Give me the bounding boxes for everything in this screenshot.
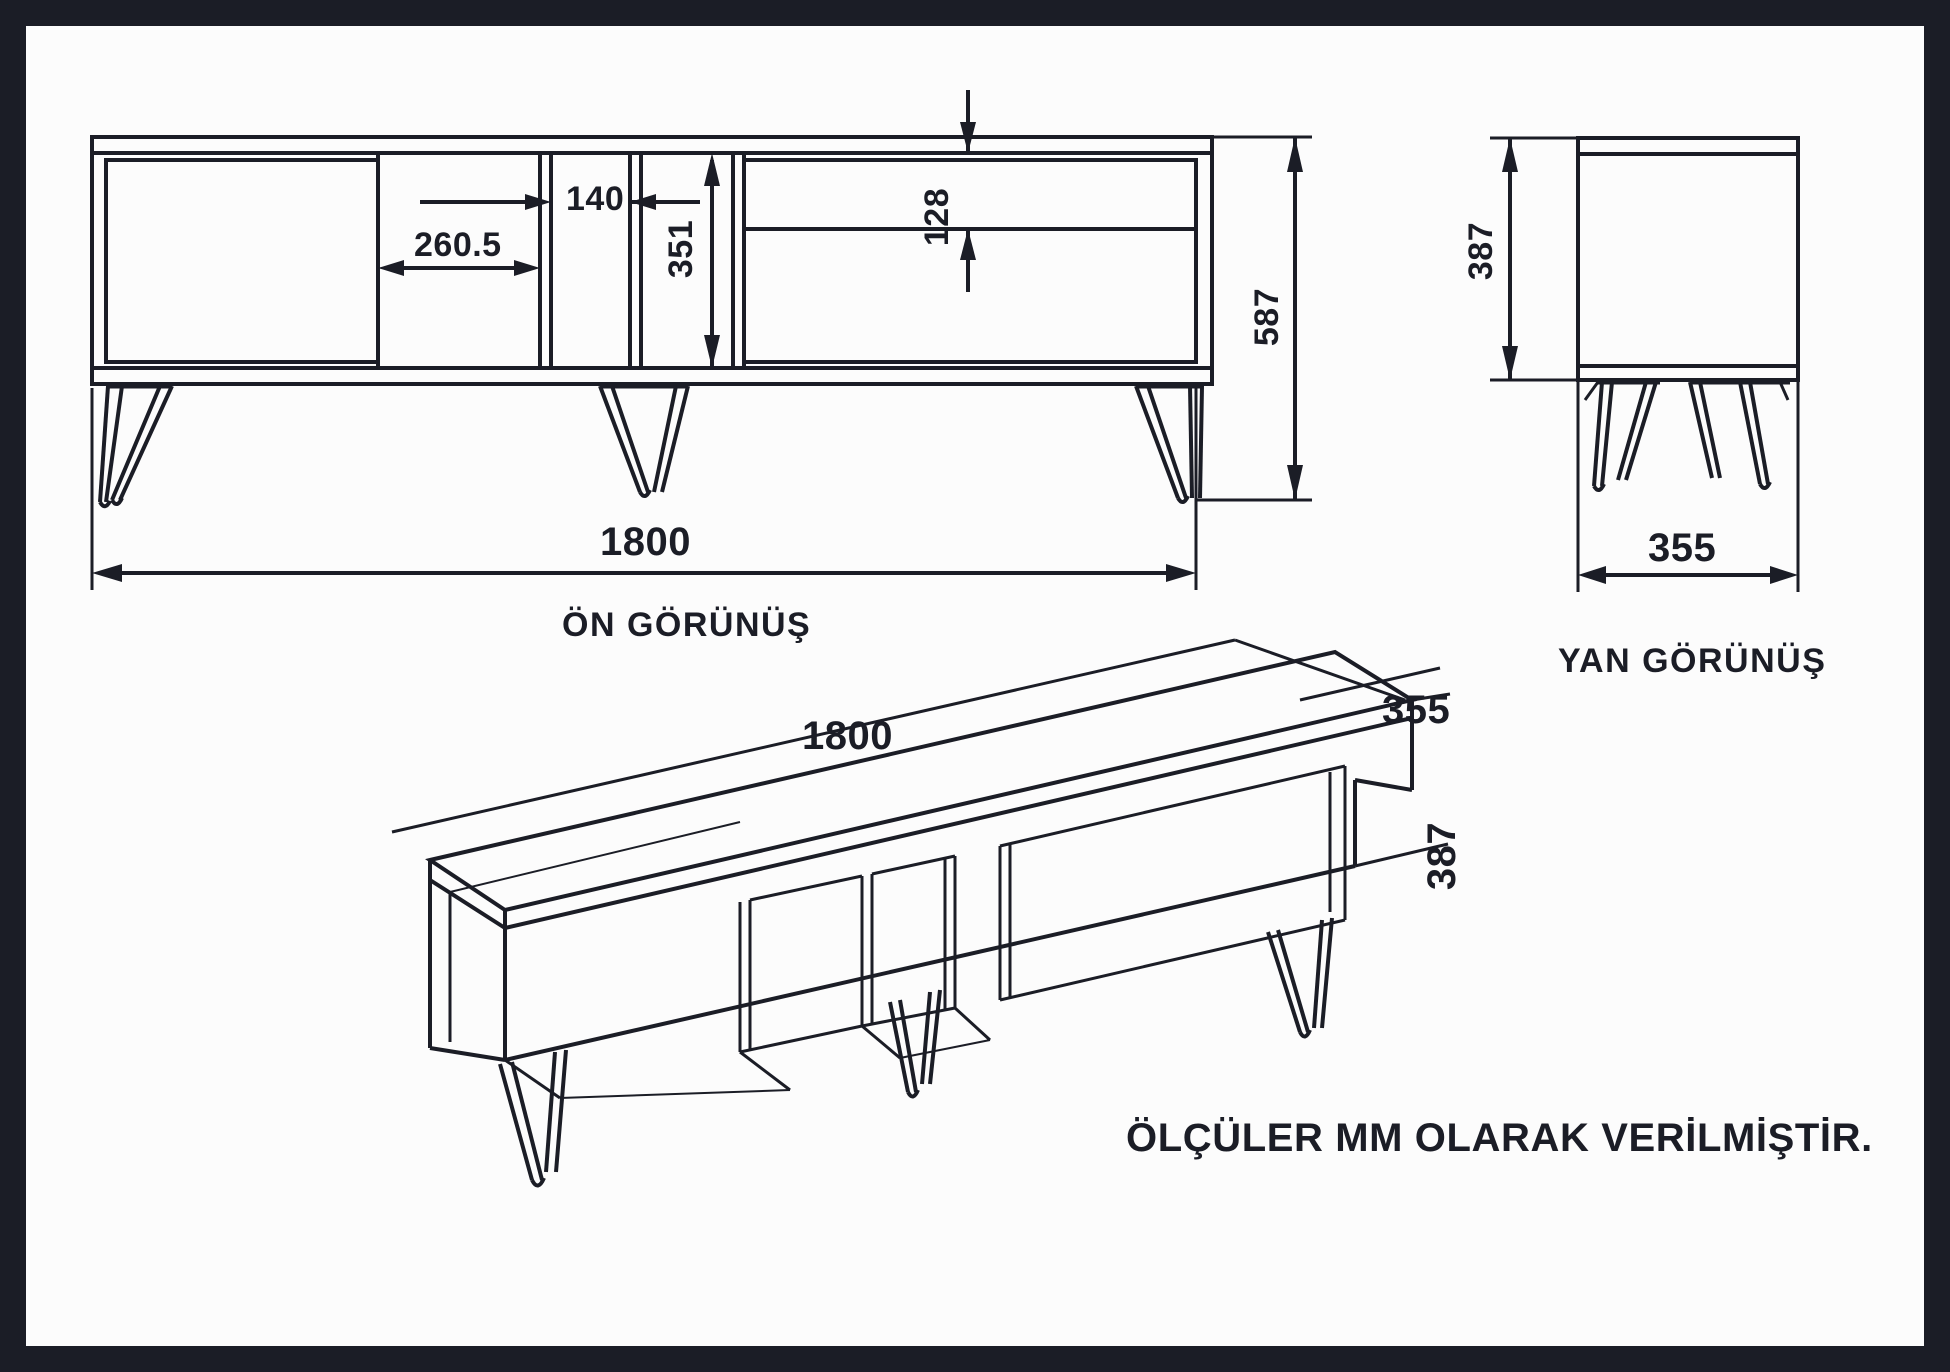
dim-387-side (1490, 136, 1578, 382)
front-view-title: ÖN GÖRÜNÜŞ (562, 606, 812, 644)
dim-label-260-5: 260.5 (414, 226, 502, 264)
side-view-title: YAN GÖRÜNÜŞ (1558, 642, 1827, 680)
iso-leaders (391, 638, 1451, 868)
dim-label-351: 351 (662, 219, 701, 279)
dim-label-387-side: 387 (1462, 221, 1501, 281)
front-view-geometry (90, 135, 1214, 509)
dim-128 (960, 90, 976, 292)
dim-260-5 (376, 160, 542, 285)
dim-label-128: 128 (918, 187, 957, 247)
side-view-geometry (1576, 136, 1800, 492)
dim-label-355-iso: 355 (1382, 688, 1451, 732)
dim-label-140: 140 (566, 180, 625, 218)
dim-1800 (90, 388, 1198, 590)
dim-140 (420, 194, 700, 210)
isometric-view-geometry (425, 649, 1418, 1188)
dim-355-side (1576, 380, 1800, 592)
dim-587 (1196, 135, 1312, 502)
dim-label-355-side: 355 (1648, 526, 1717, 570)
dim-label-1800: 1800 (600, 520, 691, 564)
dim-351 (704, 153, 720, 368)
dim-label-387-iso: 387 (1420, 821, 1465, 891)
dim-label-587: 587 (1248, 287, 1287, 347)
dim-label-1800-iso: 1800 (802, 714, 893, 758)
units-note: ÖLÇÜLER MM OLARAK VERİLMİŞTİR. (1126, 1116, 1873, 1160)
